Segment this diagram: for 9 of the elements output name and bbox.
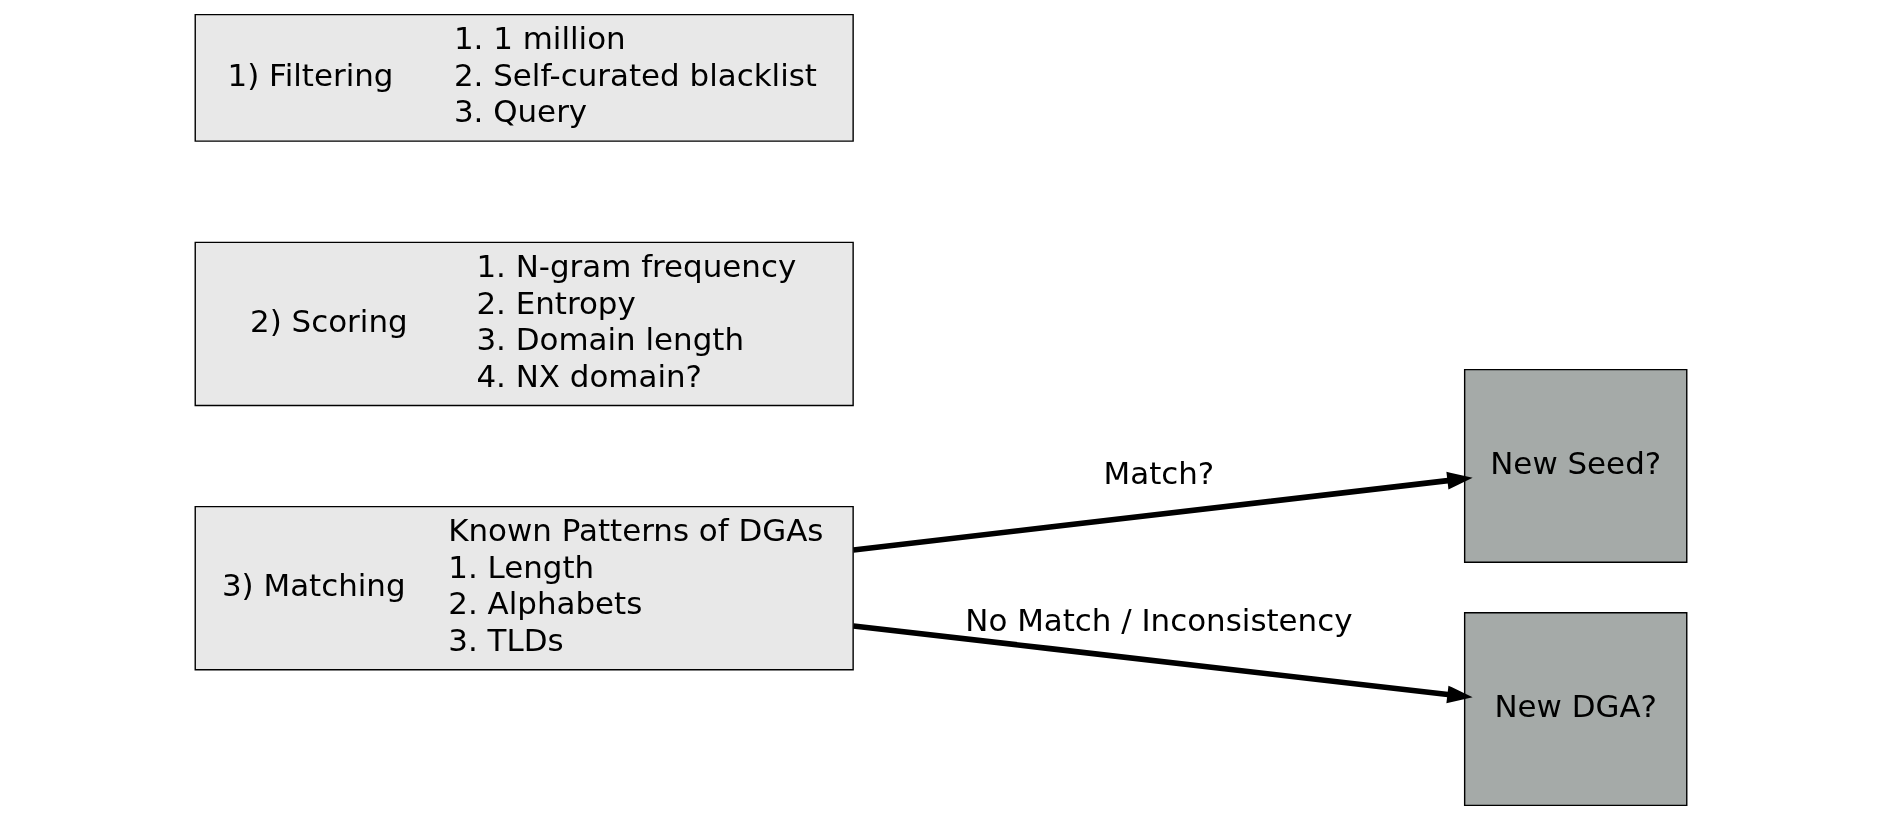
edge-label: No Match / Inconsistency [964,601,1353,638]
node-box: 3) Matching Known Patterns of DGAs 1. Length 2. Alphabets 3. TLDs [194,505,854,670]
node-box: New DGA? [1463,611,1687,806]
edge-label: Match? [1103,454,1214,491]
arrow [852,471,1473,553]
node-box: 2) Scoring 1. N-gram frequency 2. Entropy 3. Domain length 4. NX domain? [194,241,854,406]
arrow [852,622,1473,703]
node-box: 1) Filtering 1. 1 million 2. Self-curated blacklist 3. Query [194,13,854,142]
node-box: New Seed? [1463,368,1687,563]
